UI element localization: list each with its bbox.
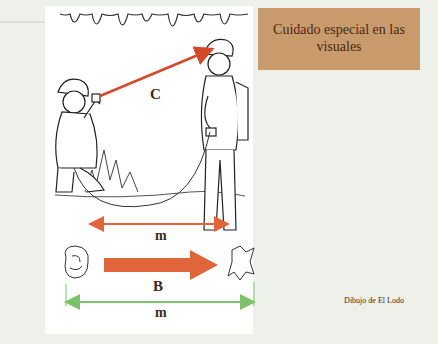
standing-surveyor bbox=[201, 39, 248, 230]
extension-line bbox=[66, 284, 67, 306]
extension-line bbox=[254, 282, 255, 306]
heading-box: Cuidado especial en las visuales bbox=[258, 8, 420, 70]
dimension-label: m bbox=[155, 305, 167, 321]
dimension-arrow bbox=[92, 223, 226, 225]
arrow-label: B bbox=[153, 278, 163, 295]
sight-label: C bbox=[150, 86, 161, 103]
dimension-arrow bbox=[68, 301, 252, 303]
big-arrow bbox=[104, 250, 218, 280]
credit-note: Dibujo de El Lodo bbox=[344, 296, 404, 305]
right-section bbox=[228, 246, 254, 280]
dimension-label: m bbox=[155, 228, 167, 244]
kneeling-surveyor bbox=[56, 79, 104, 192]
stalactites bbox=[60, 14, 248, 26]
left-section bbox=[65, 246, 88, 278]
slide-rule bbox=[0, 22, 45, 23]
rope bbox=[74, 132, 210, 207]
image-panel bbox=[45, 6, 253, 334]
heading-text: Cuidado especial en las visuales bbox=[266, 22, 412, 56]
